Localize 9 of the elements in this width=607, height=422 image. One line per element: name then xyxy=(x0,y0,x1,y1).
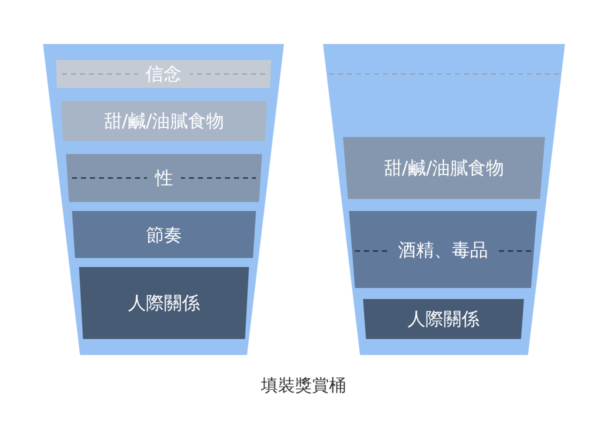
layer-band xyxy=(61,101,267,141)
layer-band xyxy=(349,211,537,288)
layer-band xyxy=(56,60,271,88)
layer-band xyxy=(343,137,545,199)
layer-band xyxy=(363,299,524,339)
layer-band xyxy=(66,154,262,202)
layer-band xyxy=(72,211,256,258)
caption: 填裝獎賞桶 xyxy=(261,375,346,397)
layer-band xyxy=(79,267,249,339)
